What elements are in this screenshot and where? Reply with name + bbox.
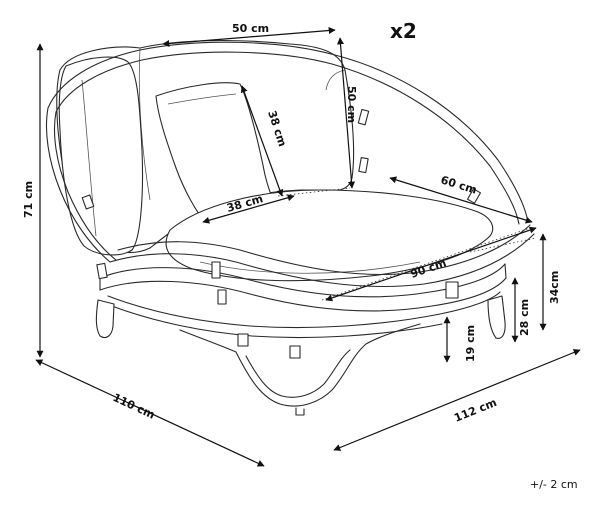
dim-arrow-seat-depth <box>389 176 533 224</box>
dim-arrow-cushion-height <box>337 37 355 189</box>
label-leg-height: 19 cm <box>464 325 477 362</box>
tolerance-note: +/- 2 cm <box>530 478 578 491</box>
dim-arrow-overall-width <box>333 349 581 451</box>
label-seat-depth: 60 cm <box>439 173 478 196</box>
dim-arrow-cushion-width <box>162 27 336 47</box>
label-base-height: 28 cm <box>518 299 531 336</box>
leg-right <box>487 295 506 339</box>
leg-left <box>95 299 115 339</box>
label-cushion-width: 50 cm <box>232 22 269 35</box>
dimension-lines <box>35 27 581 467</box>
base-frame <box>107 291 501 329</box>
dim-arrow-pillow-height <box>240 85 284 197</box>
dim-arrow-overall-depth <box>35 359 265 467</box>
dim-arrow-seat-width <box>325 226 537 302</box>
chair-drawing <box>46 39 537 416</box>
label-overall-width: 112 cm <box>452 396 498 425</box>
dim-arrow-pillow-width <box>202 194 295 224</box>
rattan-ring-back <box>47 41 529 223</box>
label-cushion-height: 50 cm <box>345 86 358 123</box>
label-seat-height: 34cm <box>548 271 561 304</box>
label-overall-height: 71 cm <box>22 181 35 218</box>
pedestal <box>179 323 421 407</box>
side-cushion <box>58 56 144 256</box>
quantity-label: x2 <box>390 19 417 43</box>
label-overall-depth: 110 cm <box>111 391 157 422</box>
